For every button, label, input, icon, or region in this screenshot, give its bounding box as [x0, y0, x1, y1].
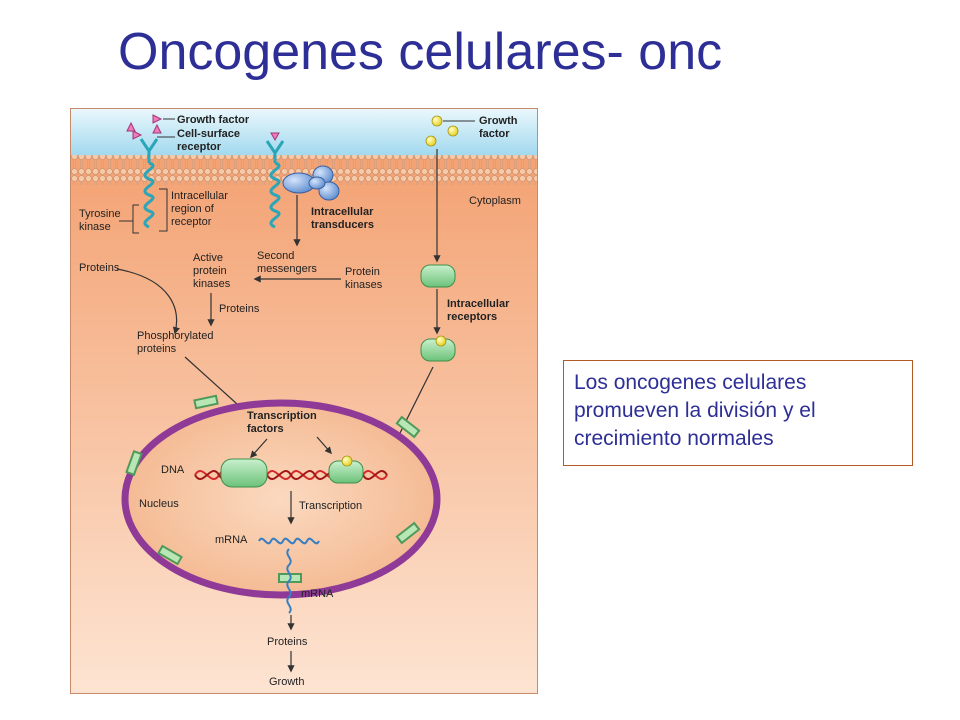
label-second: Second	[257, 250, 294, 262]
note-line-2: promueven la división y el	[574, 399, 816, 422]
label-intracellular-region-1: Intracellular	[171, 190, 228, 202]
label-protein: Protein	[345, 266, 380, 278]
label-cytoplasm: Cytoplasm	[469, 195, 521, 207]
label-intracellular-2: Intracellular	[447, 298, 510, 310]
label-mrna-outer: mRNA	[301, 588, 334, 600]
label-dna: DNA	[161, 464, 185, 476]
label-transcription: Transcription	[299, 500, 362, 512]
label-phosphorylated: Phosphorylated	[137, 330, 213, 342]
growth-factor-ligand	[152, 123, 162, 134]
label-growth: Growth	[479, 115, 518, 127]
label-kinases: kinases	[345, 279, 383, 291]
transcription-factor	[220, 458, 268, 488]
label-kinases-2: kinases	[193, 278, 231, 290]
label-proteins-left: Proteins	[79, 262, 120, 274]
note-line-3: crecimiento normales	[574, 427, 774, 450]
label-receptor: receptor	[177, 141, 222, 153]
label-tyrosine: Tyrosine	[79, 208, 121, 220]
label-intracellular-region-2: region of	[171, 203, 215, 215]
intracellular-transducers	[282, 165, 340, 201]
nucleus	[121, 399, 441, 599]
label-factor: factor	[479, 128, 510, 140]
label-intracellular: Intracellular	[311, 206, 374, 218]
label-protein-2: protein	[193, 265, 227, 277]
label-active: Active	[193, 252, 223, 264]
label-kinase: kinase	[79, 221, 111, 233]
note-line-1: Los oncogenes celulares	[574, 371, 807, 394]
label-transcription-factors: Transcription	[247, 410, 317, 422]
signaling-diagram: Growth factor Cell-surface receptor Intr…	[70, 108, 538, 694]
growth-factor-ligand	[132, 130, 143, 140]
label-proteins-mid: Proteins	[219, 303, 260, 315]
intracellular-receptor	[420, 264, 456, 288]
growth-factor-ligand	[126, 121, 136, 132]
note-box: Los oncogenes celulares promueven la div…	[563, 360, 913, 466]
label-growth-factor: Growth factor	[177, 114, 250, 126]
slide-title: Oncogenes celulares- onc	[118, 23, 723, 81]
cell-surface-receptor-left	[139, 138, 159, 229]
label-transducers: transducers	[311, 219, 374, 231]
mrna-export	[286, 548, 292, 614]
label-mrna-inner: mRNA	[215, 534, 248, 546]
label-receptors: receptors	[447, 311, 497, 323]
label-growth-bottom: Growth	[269, 676, 304, 688]
label-messengers: messengers	[257, 263, 317, 275]
label-phosphorylated-proteins: proteins	[137, 343, 177, 355]
growth-factor-ligand	[152, 114, 163, 124]
label-factors: factors	[247, 423, 284, 435]
cell-surface-receptor-middle	[265, 132, 285, 229]
label-nucleus: Nucleus	[139, 498, 179, 510]
label-intracellular-region-3: receptor	[171, 216, 212, 228]
label-cell-surface: Cell-surface	[177, 128, 240, 140]
label-proteins-bottom: Proteins	[267, 636, 308, 648]
mrna-strand	[258, 537, 320, 545]
